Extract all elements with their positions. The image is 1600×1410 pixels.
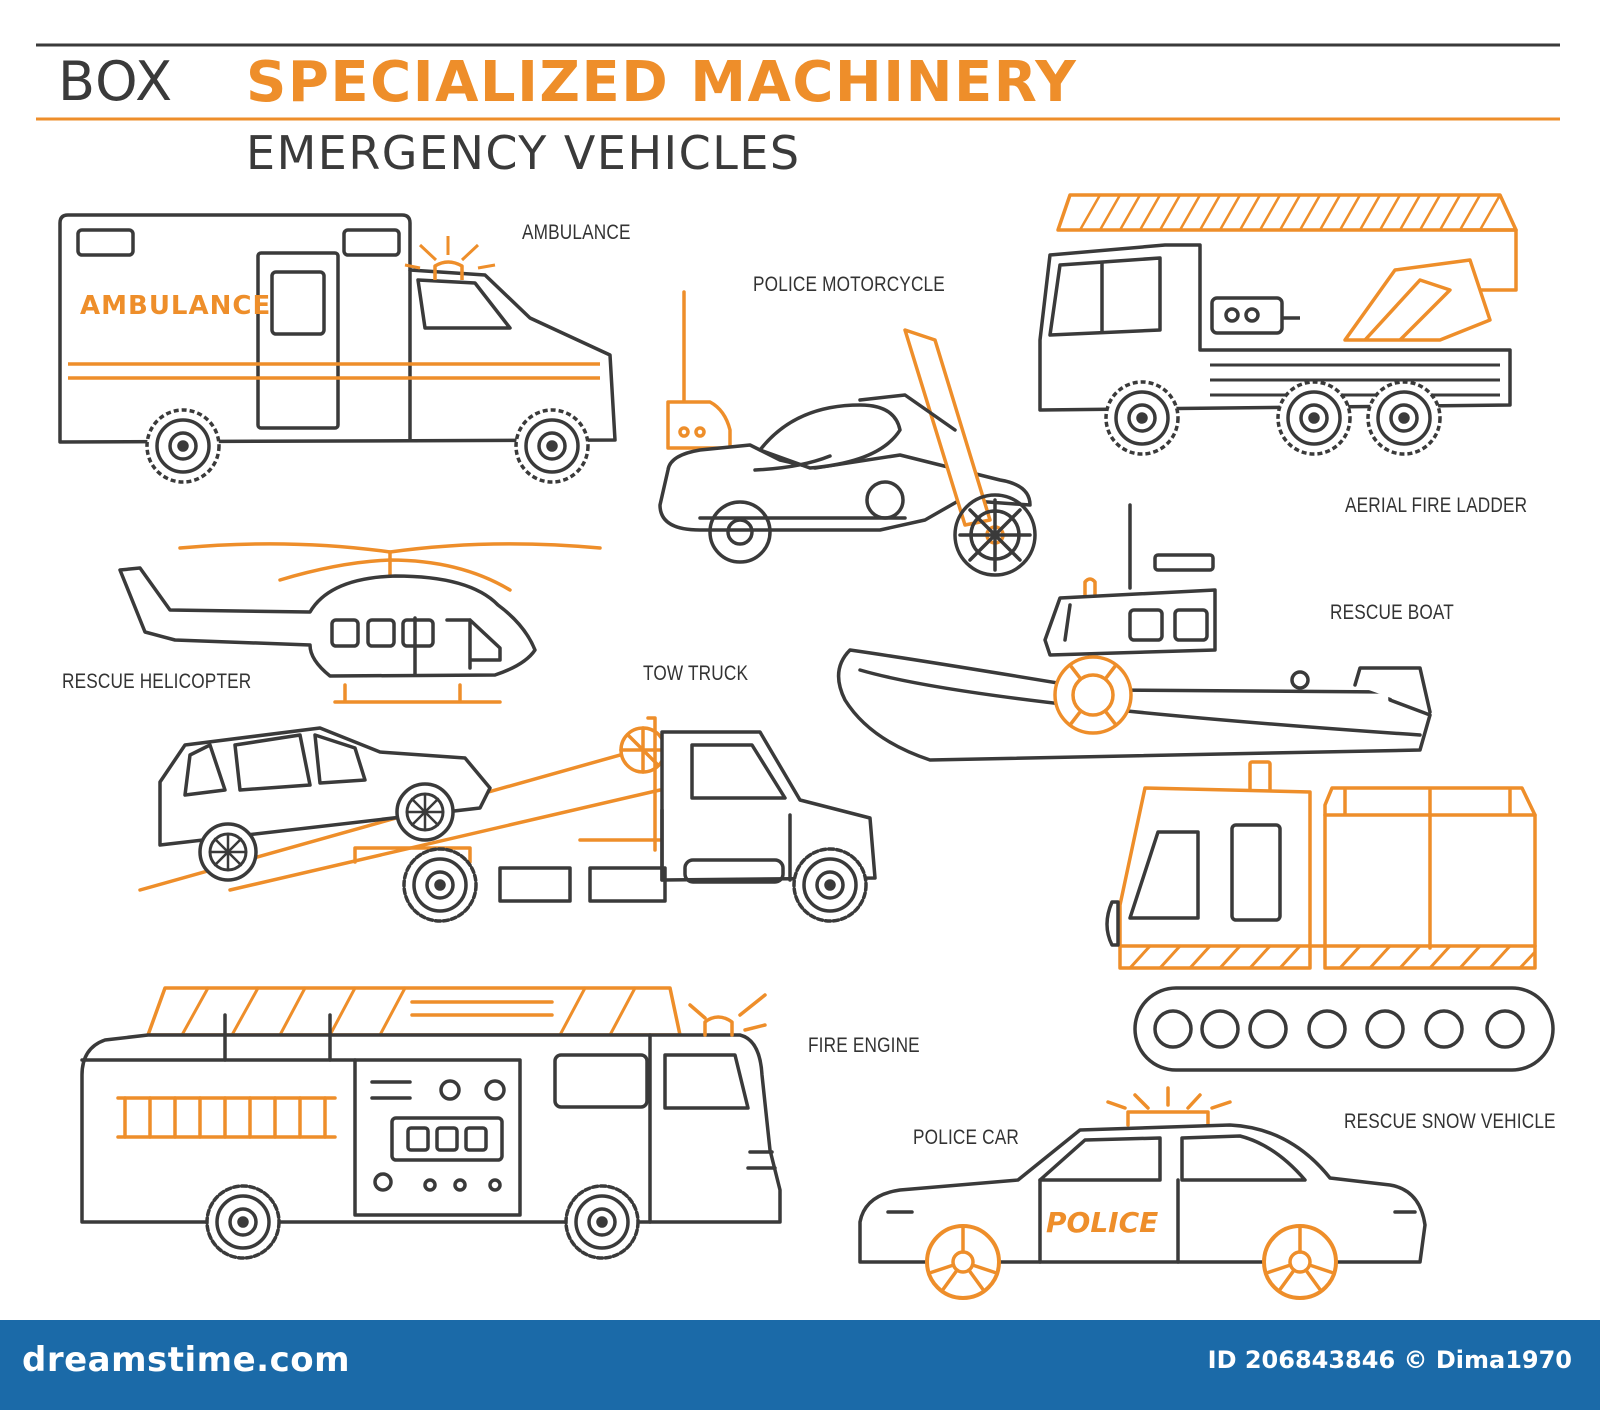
label-fire-engine: FIRE ENGINE bbox=[808, 1034, 920, 1057]
fire-engine-icon bbox=[80, 986, 782, 1260]
footer-bar: dreamstime.com ID 206843846 © Dima1970 bbox=[0, 1320, 1600, 1410]
page-title: SPECIALIZED MACHINERY bbox=[246, 50, 1078, 115]
label-rescue-boat: RESCUE BOAT bbox=[1330, 601, 1454, 624]
label-ambulance: AMBULANCE bbox=[522, 221, 631, 244]
rescue-snow-vehicle-icon bbox=[1105, 760, 1555, 1072]
police-motorcycle-icon bbox=[658, 290, 1037, 577]
ambulance-decal: AMBULANCE bbox=[80, 291, 271, 321]
police-car-decal: POLICE bbox=[1046, 1206, 1158, 1239]
label-rescue-snow-vehicle: RESCUE SNOW VEHICLE bbox=[1344, 1110, 1556, 1133]
image-id: ID 206843846 © Dima1970 bbox=[1207, 1346, 1572, 1374]
label-aerial-fire-ladder: AERIAL FIRE LADDER bbox=[1345, 494, 1528, 517]
rescue-boat-icon bbox=[836, 503, 1432, 762]
header-rules bbox=[36, 43, 1560, 121]
rescue-helicopter-icon bbox=[118, 542, 602, 704]
box-label: BOX bbox=[58, 50, 174, 113]
ambulance-icon bbox=[58, 213, 617, 484]
brand-logo[interactable]: dreamstime.com bbox=[22, 1340, 351, 1380]
police-car-icon bbox=[858, 1086, 1427, 1300]
label-tow-truck: TOW TRUCK bbox=[643, 662, 749, 685]
aerial-fire-ladder-icon bbox=[1038, 193, 1518, 456]
page-subtitle: EMERGENCY VEHICLES bbox=[246, 126, 801, 180]
label-rescue-helicopter: RESCUE HELICOPTER bbox=[62, 670, 252, 693]
tow-truck-icon bbox=[138, 716, 877, 923]
label-police-car: POLICE CAR bbox=[913, 1126, 1019, 1149]
label-police-motorcycle: POLICE MOTORCYCLE bbox=[753, 273, 945, 296]
